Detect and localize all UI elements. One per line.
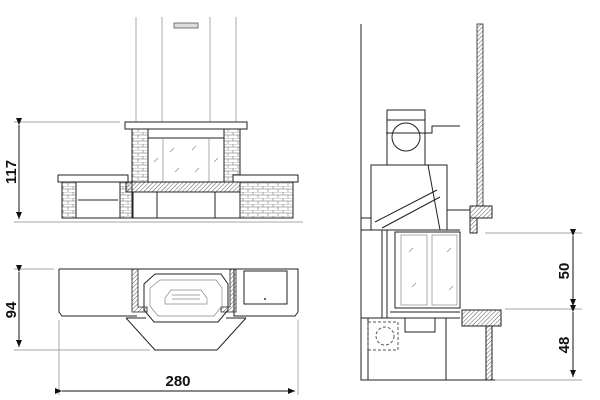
dim-opening-height: 50 <box>556 263 573 280</box>
mantel <box>124 121 248 130</box>
dim-plan-width: 280 <box>165 373 190 390</box>
front-view: 117 <box>3 17 303 223</box>
plan-view: 94 280 <box>3 265 299 395</box>
dim-base-height: 48 <box>556 337 573 354</box>
vent-grille <box>173 22 199 29</box>
back-wall <box>476 23 484 207</box>
dim-plan-depth: 94 <box>3 301 20 318</box>
side-section-view: 50 48 <box>360 23 582 381</box>
dim-front-height: 117 <box>3 160 20 184</box>
firebox <box>370 164 448 231</box>
glass-door <box>147 137 225 183</box>
side-door <box>394 231 461 309</box>
